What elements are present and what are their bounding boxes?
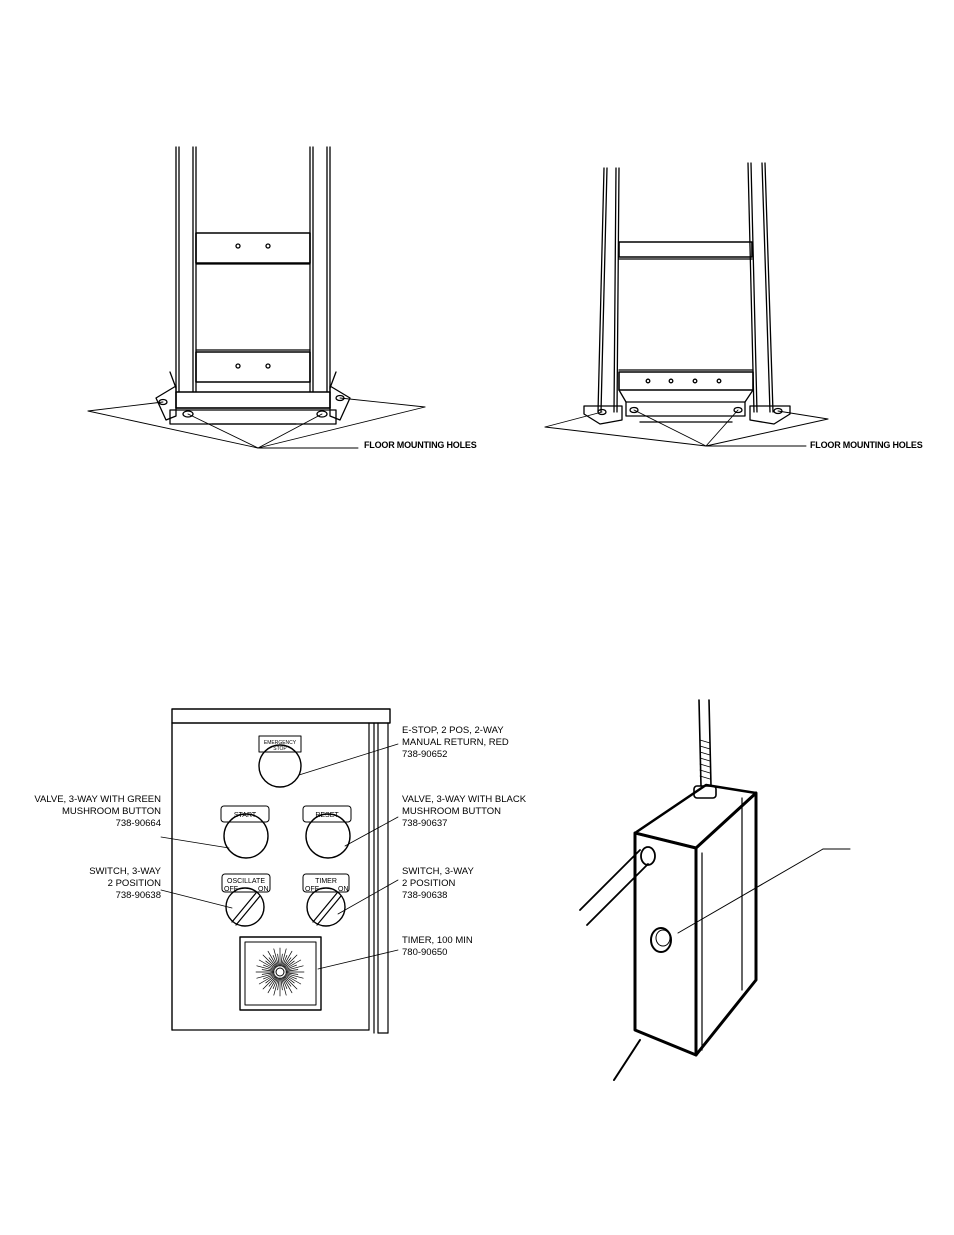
timer-off-label: OFF xyxy=(305,886,319,893)
oscillate-switch-label: OSCILLATE xyxy=(227,878,265,885)
emergency-stop-label-2: STOP xyxy=(273,746,287,752)
cabinet-drawing xyxy=(579,699,851,1081)
timer-dial-ray xyxy=(281,955,288,967)
callout-switch-right: SWITCH, 3-WAY 2 POSITION 738-90638 xyxy=(402,866,474,901)
timer-dial-ray xyxy=(263,964,275,971)
callout-timer: TIMER, 100 MIN 780-90650 xyxy=(402,935,473,958)
timer-dial-ray xyxy=(258,974,276,985)
timer-dial-ray xyxy=(283,954,298,969)
callout-timer-line-1: TIMER, 100 MIN xyxy=(402,935,473,946)
timer-dial-ray xyxy=(267,950,278,968)
callout-switch-right-line-2: 2 POSITION xyxy=(402,878,455,889)
callout-valve-green: VALVE, 3-WAY WITH GREEN MUSHROOM BUTTON … xyxy=(34,794,161,829)
timer-dial-ray xyxy=(273,977,279,996)
callout-valve-black-line-2: MUSHROOM BUTTON xyxy=(402,806,501,817)
stand-left-drawing xyxy=(87,146,426,449)
timer-dial-ray xyxy=(268,976,277,987)
timer-dial-ray xyxy=(285,964,297,971)
callout-estop: E-STOP, 2 POS, 2-WAY MANUAL RETURN, RED … xyxy=(402,725,509,760)
callout-switch-left-line-2: 2 POSITION xyxy=(108,878,161,889)
callout-timer-line-2: 780-90650 xyxy=(402,947,447,958)
timer-dial-ray xyxy=(285,973,297,980)
timer-dial-ray xyxy=(263,973,275,980)
timer-dial-ray xyxy=(283,976,292,987)
stand-right-drawing xyxy=(544,162,829,447)
callout-valve-green-line-3: 738-90664 xyxy=(116,818,161,829)
callout-valve-green-line-1: VALVE, 3-WAY WITH GREEN xyxy=(34,794,161,805)
callout-switch-left-line-3: 738-90638 xyxy=(116,890,161,901)
control-panel-drawing xyxy=(160,708,399,1034)
timer-dial-ray xyxy=(261,972,275,975)
callout-valve-black-line-3: 738-90637 xyxy=(402,818,447,829)
callout-switch-left-line-1: SWITCH, 3-WAY xyxy=(89,866,161,877)
callout-valve-black: VALVE, 3-WAY WITH BLACK MUSHROOM BUTTON … xyxy=(402,794,527,829)
timer-dial-ray xyxy=(284,974,302,985)
timer-dial-ray xyxy=(272,977,279,989)
timer-dial-ray xyxy=(267,976,278,994)
timer-dial-ray xyxy=(284,975,295,984)
callout-switch-left: SWITCH, 3-WAY 2 POSITION 738-90638 xyxy=(89,866,161,901)
timer-dial-ray xyxy=(272,955,279,967)
timer-dial-ray xyxy=(262,975,277,990)
timer-dial-ray xyxy=(256,965,275,971)
timer-dial-ray xyxy=(282,950,293,968)
timer-dial-ray xyxy=(280,953,283,967)
timer-dial-ray xyxy=(265,960,276,969)
timer-dial-ray xyxy=(277,977,280,991)
timer-dial-ray xyxy=(261,969,275,972)
callout-estop-line-3: 738-90652 xyxy=(402,749,447,760)
timer-switch-label: TIMER xyxy=(315,878,337,885)
timer-dial-ray xyxy=(284,959,302,970)
timer-dial-ray xyxy=(285,965,304,971)
timer-dial-ray xyxy=(262,954,277,969)
oscillate-off-label: OFF xyxy=(224,886,238,893)
callout-valve-green-line-2: MUSHROOM BUTTON xyxy=(62,806,161,817)
oscillate-on-label: ON xyxy=(258,886,269,893)
timer-dial-ray xyxy=(281,977,288,989)
timer-dial-ray xyxy=(273,948,279,967)
timer-dial-ray xyxy=(283,957,292,968)
callout-estop-line-2: MANUAL RETURN, RED xyxy=(402,737,509,748)
reset-button-label: RESET xyxy=(315,812,339,819)
timer-dial-ray xyxy=(285,972,299,975)
timer-dial-ray xyxy=(282,976,293,994)
timer-dial-ray xyxy=(280,977,283,991)
timer-dial-ray xyxy=(258,959,276,970)
timer-dial-ray xyxy=(285,973,304,979)
timer-dial-ray xyxy=(281,977,287,996)
timer-dial-ray xyxy=(284,960,295,969)
callout-estop-line-1: E-STOP, 2 POS, 2-WAY xyxy=(402,725,504,736)
timer-dial-ray xyxy=(283,975,298,990)
stand-right-label: FLOOR MOUNTING HOLES xyxy=(810,440,923,450)
stand-left-label: FLOOR MOUNTING HOLES xyxy=(364,440,477,450)
timer-on-label: ON xyxy=(338,886,349,893)
start-button-label: START xyxy=(234,812,257,819)
timer-dial-ray xyxy=(285,969,299,972)
timer-dial-ray xyxy=(277,953,280,967)
callout-switch-right-line-1: SWITCH, 3-WAY xyxy=(402,866,474,877)
emergency-stop-label-1: EMERGENCY xyxy=(264,740,297,746)
timer-dial-ray xyxy=(265,975,276,984)
timer-dial-ray xyxy=(281,948,287,967)
callout-valve-black-line-1: VALVE, 3-WAY WITH BLACK xyxy=(402,794,527,805)
timer-dial-ray xyxy=(268,957,277,968)
timer-dial-ray xyxy=(256,973,275,979)
callout-switch-right-line-3: 738-90638 xyxy=(402,890,447,901)
